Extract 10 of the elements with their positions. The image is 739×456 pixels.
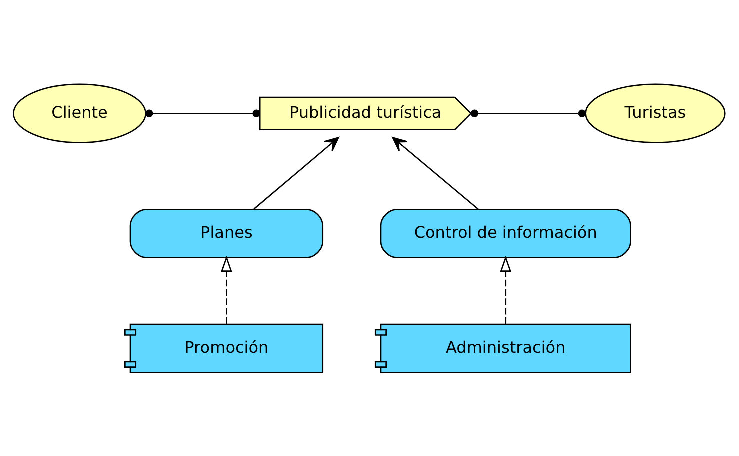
node-box: Control de información	[380, 208, 632, 258]
arrow	[392, 136, 479, 210]
node-ellipse: Cliente	[12, 83, 147, 143]
arrow	[221, 255, 232, 324]
connector	[146, 109, 260, 117]
node-ellipse: Turistas	[585, 83, 726, 143]
arrow	[500, 255, 512, 324]
connector	[470, 109, 586, 117]
node-box: Planes	[130, 208, 324, 258]
arrow	[254, 136, 340, 210]
